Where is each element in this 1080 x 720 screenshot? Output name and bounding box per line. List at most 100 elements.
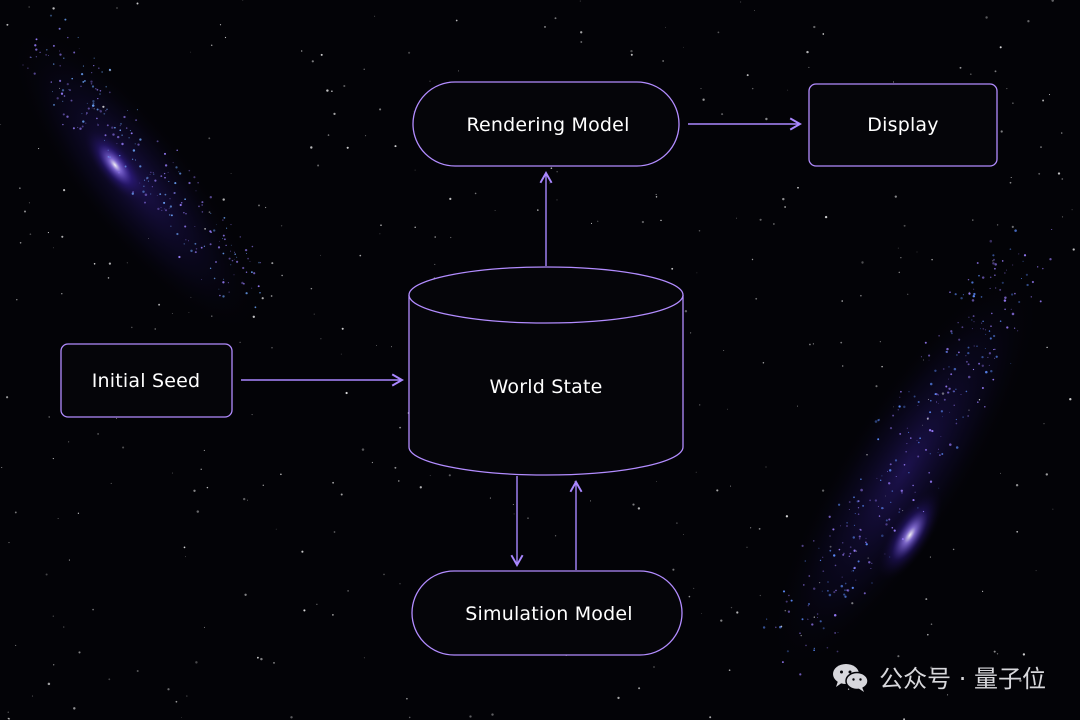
- star: [835, 589, 837, 592]
- star: [994, 263, 997, 266]
- star: [251, 245, 254, 248]
- star: [889, 463, 892, 466]
- star: [720, 619, 723, 622]
- star: [1042, 267, 1044, 270]
- world-state-database: [408, 266, 684, 476]
- star: [955, 388, 957, 391]
- star: [916, 251, 918, 253]
- star: [85, 122, 87, 124]
- star: [841, 300, 843, 302]
- star: [92, 608, 94, 611]
- star: [190, 249, 193, 253]
- star: [143, 185, 145, 187]
- star: [197, 182, 199, 184]
- star: [968, 292, 971, 295]
- star: [984, 405, 986, 408]
- star: [977, 401, 979, 403]
- star: [91, 72, 93, 74]
- star: [82, 80, 85, 83]
- star: [1000, 130, 1003, 133]
- star: [853, 496, 855, 499]
- star: [821, 489, 825, 492]
- star: [115, 417, 118, 420]
- star: [653, 666, 655, 668]
- world-state-label: World State: [489, 376, 603, 398]
- star: [981, 386, 984, 390]
- star: [948, 378, 950, 380]
- star: [455, 19, 458, 22]
- star: [128, 137, 130, 139]
- star: [874, 499, 878, 502]
- star: [97, 432, 100, 435]
- star: [857, 513, 860, 515]
- star: [948, 387, 951, 391]
- star: [865, 541, 867, 544]
- star: [579, 0, 581, 2]
- star: [851, 586, 854, 590]
- star: [630, 53, 633, 56]
- star: [111, 126, 114, 129]
- star: [122, 446, 125, 449]
- star: [818, 547, 820, 549]
- star: [183, 243, 185, 245]
- star: [1010, 363, 1012, 364]
- star: [106, 124, 109, 127]
- star: [1049, 258, 1052, 261]
- star: [28, 202, 30, 204]
- star: [245, 292, 248, 295]
- star: [1051, 0, 1054, 2]
- star: [8, 542, 10, 544]
- star: [125, 127, 128, 129]
- star: [270, 295, 273, 297]
- star: [913, 395, 916, 398]
- star: [908, 431, 910, 433]
- star: [203, 626, 205, 628]
- star: [918, 441, 920, 444]
- star: [709, 716, 712, 719]
- watermark: 公众号 · 量子位: [831, 659, 1046, 694]
- star: [280, 473, 282, 476]
- star: [252, 315, 255, 318]
- star: [945, 385, 948, 388]
- star: [379, 233, 381, 235]
- star: [688, 595, 691, 598]
- star: [49, 14, 53, 17]
- star: [157, 207, 160, 211]
- star: [429, 80, 431, 82]
- star: [857, 507, 860, 509]
- star: [857, 500, 860, 503]
- star: [984, 329, 987, 331]
- star: [193, 176, 196, 179]
- star: [785, 600, 788, 603]
- star: [63, 57, 65, 59]
- star: [1061, 216, 1064, 218]
- star: [175, 166, 178, 169]
- star: [154, 328, 156, 330]
- star: [879, 341, 881, 343]
- star: [832, 528, 835, 531]
- star: [955, 354, 958, 356]
- star: [201, 211, 204, 213]
- star: [108, 91, 111, 94]
- star: [976, 345, 978, 347]
- star: [660, 219, 662, 222]
- star: [994, 348, 996, 350]
- star: [955, 422, 958, 425]
- star: [30, 56, 32, 58]
- star: [671, 267, 674, 270]
- star: [982, 328, 985, 330]
- star: [844, 595, 847, 598]
- star: [52, 7, 55, 10]
- star: [449, 197, 452, 201]
- star: [929, 556, 931, 558]
- star: [59, 87, 61, 89]
- star: [183, 546, 186, 549]
- star: [860, 488, 863, 492]
- star: [859, 528, 861, 531]
- star: [990, 312, 993, 315]
- star: [513, 513, 515, 515]
- initial-seed-node: [60, 343, 233, 418]
- star: [59, 64, 61, 67]
- star: [108, 68, 111, 71]
- star: [841, 576, 843, 578]
